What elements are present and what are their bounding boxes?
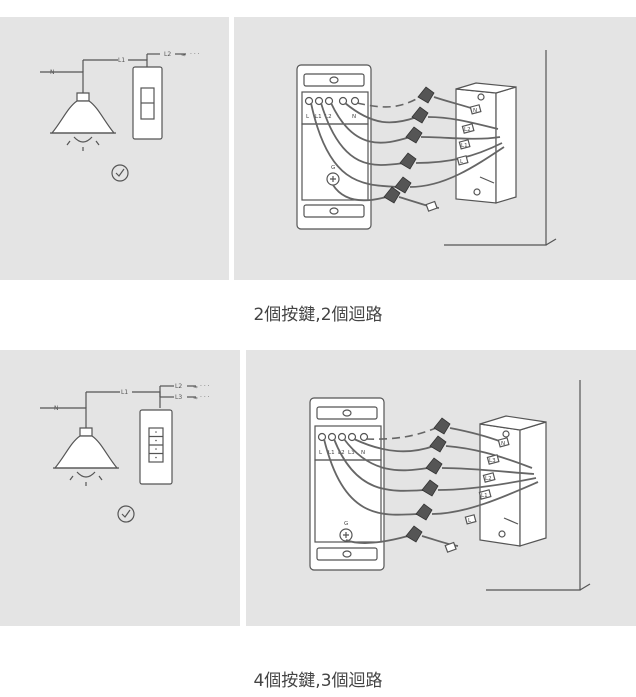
box-tag-l: L (468, 518, 472, 524)
schematic-diagram-4-gang: · · · · · · ≈ ≈ N L1 L2 L3 (40, 383, 210, 523)
schematic-panel-2-gang: · · · ≈ N L1 L2 (0, 17, 229, 280)
check-circle-icon (117, 505, 135, 523)
smart-switch-device-icon (296, 64, 372, 230)
wire-nut-icon (383, 86, 435, 204)
svg-text:≈: ≈ (193, 384, 198, 391)
schematic-label-l1: L1 (121, 389, 128, 396)
schematic-label-l2: L2 (175, 383, 182, 390)
box-tag-l3: L3 (489, 458, 496, 464)
box-tag-l1: L1 (481, 493, 488, 499)
terminal-label-l3: L3 (348, 450, 355, 456)
schematic-label-n: N (54, 405, 59, 412)
box-tag-l2: L2 (464, 127, 471, 133)
svg-text:· · ·: · · · (200, 394, 210, 401)
check-circle-icon (111, 164, 129, 182)
terminal-label-n: N (352, 114, 356, 120)
terminal-label-g: G (344, 521, 348, 527)
pendant-lamp-icon (50, 92, 116, 151)
wiring-panel-2-gang: L L1 L2 N G (234, 17, 636, 280)
wiring-diagram-2-gang: L L1 L2 N G (296, 50, 557, 246)
svg-text:≈: ≈ (181, 52, 186, 59)
terminal-label-l: L (319, 450, 323, 456)
switch-plate-4-gang-icon (139, 409, 173, 485)
terminal-label-n: N (361, 450, 365, 456)
caption-4-gang: 4個按鍵,3個迴路 (253, 671, 383, 691)
box-tag-n: N (473, 108, 477, 114)
switch-plate-2-gang-icon (132, 66, 163, 140)
terminal-label-l1: L1 (328, 450, 335, 456)
wire-tags (425, 104, 482, 212)
box-tag-l2: L2 (485, 476, 492, 482)
schematic-diagram-2-gang: · · · ≈ N L1 L2 (40, 51, 200, 182)
box-tag-l: L (460, 159, 464, 165)
wire-nut-icon (405, 417, 451, 543)
box-tag-n: N (501, 441, 505, 447)
schematic-label-l3: L3 (175, 394, 182, 401)
svg-text:≈: ≈ (193, 395, 198, 402)
schematic-label-l2: L2 (164, 51, 171, 58)
terminal-label-l1: L1 (315, 114, 322, 120)
schematic-label-n: N (50, 69, 55, 76)
wiring-panel-4-gang: L L1 L2 L3 N G (246, 350, 636, 626)
pendant-lamp-icon (53, 427, 119, 486)
box-tag-l1: L1 (461, 143, 468, 149)
wiring-diagram-4-gang: L L1 L2 L3 N G (309, 380, 591, 591)
svg-text:· · ·: · · · (190, 51, 200, 58)
wire-tags (444, 437, 510, 553)
smart-switch-device-icon (309, 397, 385, 571)
schematic-panel-4-gang: · · · · · · ≈ ≈ N L1 L2 L3 (0, 350, 240, 626)
schematic-label-l1: L1 (118, 57, 125, 64)
terminal-label-g: G (331, 165, 335, 171)
terminal-label-l2: L2 (325, 114, 332, 120)
svg-text:· · ·: · · · (200, 383, 210, 390)
caption-2-gang: 2個按鍵,2個迴路 (253, 305, 383, 325)
electrical-box-icon (455, 82, 517, 204)
terminal-label-l: L (306, 114, 310, 120)
